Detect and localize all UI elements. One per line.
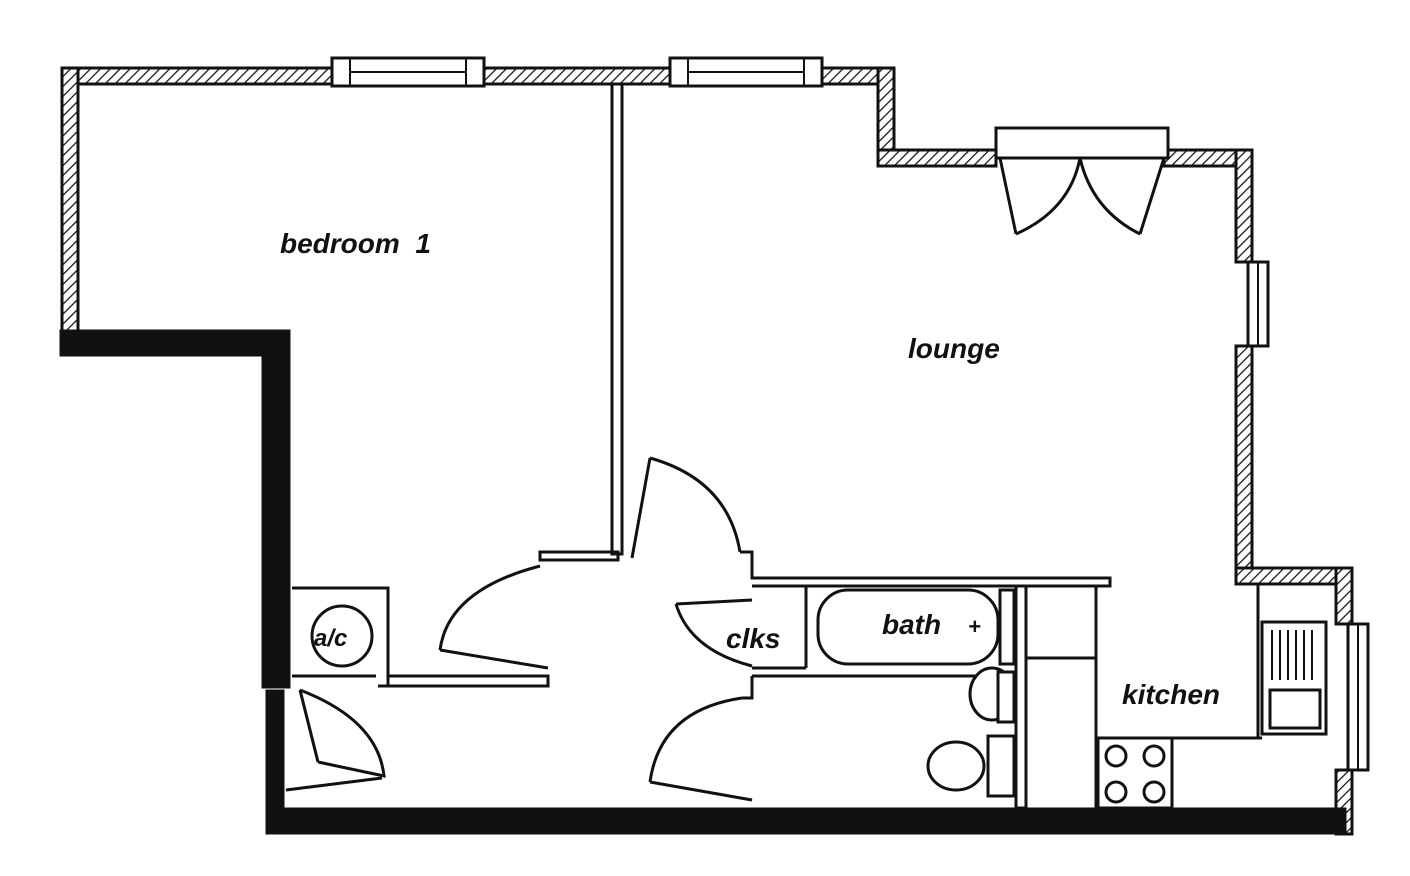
toilet-icon — [926, 740, 986, 792]
lounge-label: lounge — [908, 333, 1000, 364]
ac-unit-icon — [310, 604, 374, 668]
party-walls — [59, 329, 1347, 835]
hatched-external-walls — [60, 66, 1354, 836]
kitchen-label: kitchen — [1122, 679, 1220, 710]
bathtub-icon — [816, 588, 1000, 666]
french-doors — [994, 126, 1170, 236]
bedroom-label: bedroom 1 — [280, 228, 431, 259]
kitchen-sink-icon — [1260, 620, 1328, 736]
hob-icon — [1096, 736, 1174, 810]
clks-label: clks — [726, 623, 781, 654]
bath-label: bath — [882, 609, 941, 640]
ac-label: a/c — [314, 625, 347, 652]
doors — [285, 456, 753, 802]
windows — [330, 56, 1370, 772]
fixtures — [310, 588, 1328, 810]
internal-walls — [292, 82, 1262, 810]
bath-tap-mark: + — [968, 614, 981, 639]
